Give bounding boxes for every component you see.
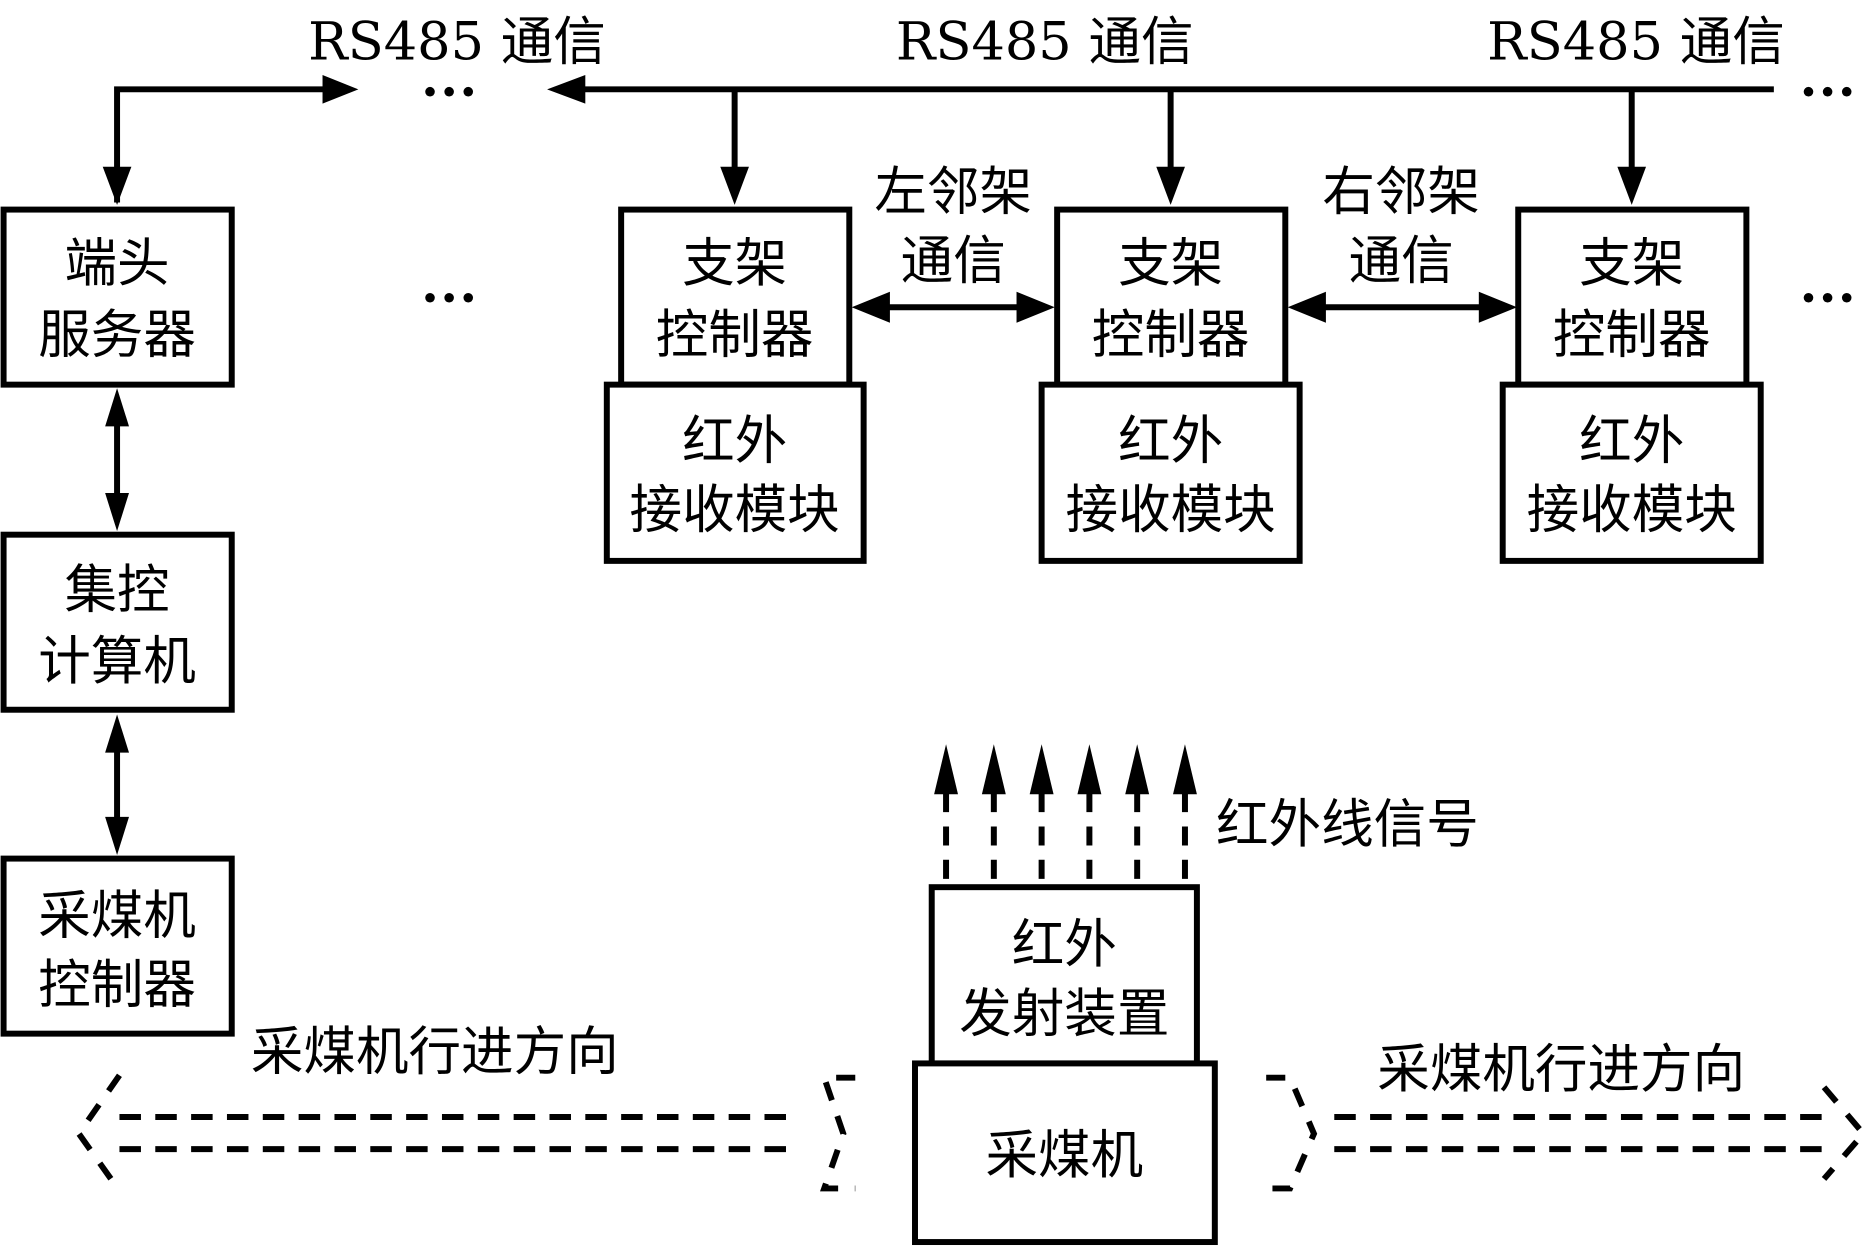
arrowhead-up-icon [981, 744, 1006, 795]
link-computer-shearer-ctrl [105, 714, 130, 856]
ir-receiver-2: 红外 接收模块 [1038, 381, 1303, 564]
bus-label-3: RS485 通信 [1487, 12, 1785, 73]
ir-receiver-2-line1: 红外 [1118, 411, 1223, 472]
link-server-computer [105, 388, 130, 532]
shearer-controller-line1: 采煤机 [38, 886, 196, 947]
ir-receiver-1: 红外 接收模块 [603, 381, 867, 564]
end-server-line2: 服务器 [38, 305, 196, 366]
arrowhead-down-icon [102, 166, 132, 205]
shearer-label: 采煤机 [985, 1125, 1143, 1186]
arrowhead-right-icon [322, 75, 359, 104]
support-controller-2-line1: 支架 [1118, 233, 1223, 294]
main-bus-line [547, 75, 1774, 104]
ir-arrow-6 [1173, 744, 1197, 879]
end-server-line1: 端头 [65, 233, 170, 294]
central-computer-line2: 计算机 [38, 631, 196, 692]
bus-label-2: RS485 通信 [896, 12, 1194, 73]
support-controller-1: 支架 控制器 [618, 206, 853, 388]
arrowhead-down-icon [105, 493, 130, 532]
arrowhead-up-icon [1173, 744, 1197, 795]
ir-receiver-1-line1: 红外 [682, 411, 787, 472]
left-bus-connector [102, 75, 359, 205]
arrowhead-down-icon [720, 166, 749, 205]
ir-emitter-box: 红外 发射装置 [928, 884, 1200, 1067]
arrowhead-up-icon [1125, 744, 1150, 795]
arrowhead-up-icon [105, 388, 130, 427]
end-server-box: 端头 服务器 [0, 206, 235, 388]
arrowhead-up-icon [1077, 744, 1102, 795]
support-controller-1-line1: 支架 [682, 233, 787, 294]
bus-drop-3 [1617, 89, 1647, 205]
ir-signal-arrows [934, 744, 1197, 879]
arrowhead-right-icon [1016, 291, 1055, 323]
arrowhead-down-icon [105, 816, 130, 856]
arrowhead-up-icon [934, 744, 959, 795]
central-computer-box: 集控 计算机 [0, 531, 235, 713]
direction-label-left: 采煤机行进方向 [251, 1021, 619, 1082]
bus-ellipsis-right [1803, 86, 1852, 97]
support-controller-3-line1: 支架 [1579, 233, 1684, 294]
support-controller-2-line2: 控制器 [1092, 305, 1250, 366]
central-computer-line1: 集控 [65, 559, 170, 620]
ir-receiver-2-line2: 接收模块 [1066, 480, 1276, 541]
ir-emitter-line1: 红外 [1012, 914, 1117, 975]
direction-label-right: 采煤机行进方向 [1377, 1039, 1745, 1100]
arrowhead-down-icon [1156, 166, 1185, 205]
bus-drop-1 [720, 89, 749, 205]
ir-arrow-4 [1077, 744, 1102, 879]
bus-ellipsis-left [425, 86, 474, 97]
column-ellipsis-right [1803, 292, 1852, 303]
arrowhead-up-icon [1029, 744, 1054, 795]
arrowhead-right-icon [1478, 291, 1518, 323]
arrowhead-left-icon [851, 291, 890, 323]
left-neighbor-link: 左邻架 通信 [851, 162, 1055, 323]
bus-label-1: RS485 通信 [308, 12, 606, 73]
ir-arrow-3 [1029, 744, 1054, 879]
ir-arrow-1 [934, 744, 959, 879]
support-controller-3-line2: 控制器 [1553, 305, 1711, 366]
support-controller-3: 支架 控制器 [1515, 206, 1750, 388]
ir-arrow-5 [1125, 744, 1150, 879]
support-controller-2: 支架 控制器 [1054, 206, 1289, 388]
bus-drop-2 [1156, 89, 1185, 205]
ir-receiver-3: 红外 接收模块 [1499, 381, 1764, 564]
column-ellipsis-middle [425, 292, 474, 303]
ir-arrow-2 [981, 744, 1006, 879]
ir-signal-label: 红外线信号 [1216, 794, 1479, 855]
ir-receiver-3-line2: 接收模块 [1527, 480, 1737, 541]
arrowhead-down-icon [1617, 166, 1647, 205]
left-neighbor-line1: 左邻架 [874, 162, 1032, 223]
shearer-controller-line2: 控制器 [38, 955, 196, 1016]
arrowhead-left-icon [547, 75, 586, 104]
right-neighbor-line1: 右邻架 [1322, 162, 1480, 223]
support-controller-1-line2: 控制器 [656, 305, 814, 366]
arrowhead-up-icon [105, 714, 130, 753]
direction-arrow-left: 采煤机行进方向 [75, 1021, 856, 1193]
arrowhead-left-icon [1287, 291, 1326, 323]
shearer-box: 采煤机 [912, 1060, 1218, 1246]
left-neighbor-line2: 通信 [901, 231, 1006, 292]
ir-receiver-3-line1: 红外 [1579, 411, 1684, 472]
ir-receiver-1-line2: 接收模块 [630, 480, 840, 541]
ir-emitter-line2: 发射装置 [959, 983, 1169, 1044]
direction-arrow-right: 采煤机行进方向 [1266, 1039, 1868, 1192]
shearer-controller-box: 采煤机 控制器 [0, 855, 235, 1037]
right-neighbor-line2: 通信 [1349, 231, 1454, 292]
right-neighbor-link: 右邻架 通信 [1287, 162, 1518, 323]
